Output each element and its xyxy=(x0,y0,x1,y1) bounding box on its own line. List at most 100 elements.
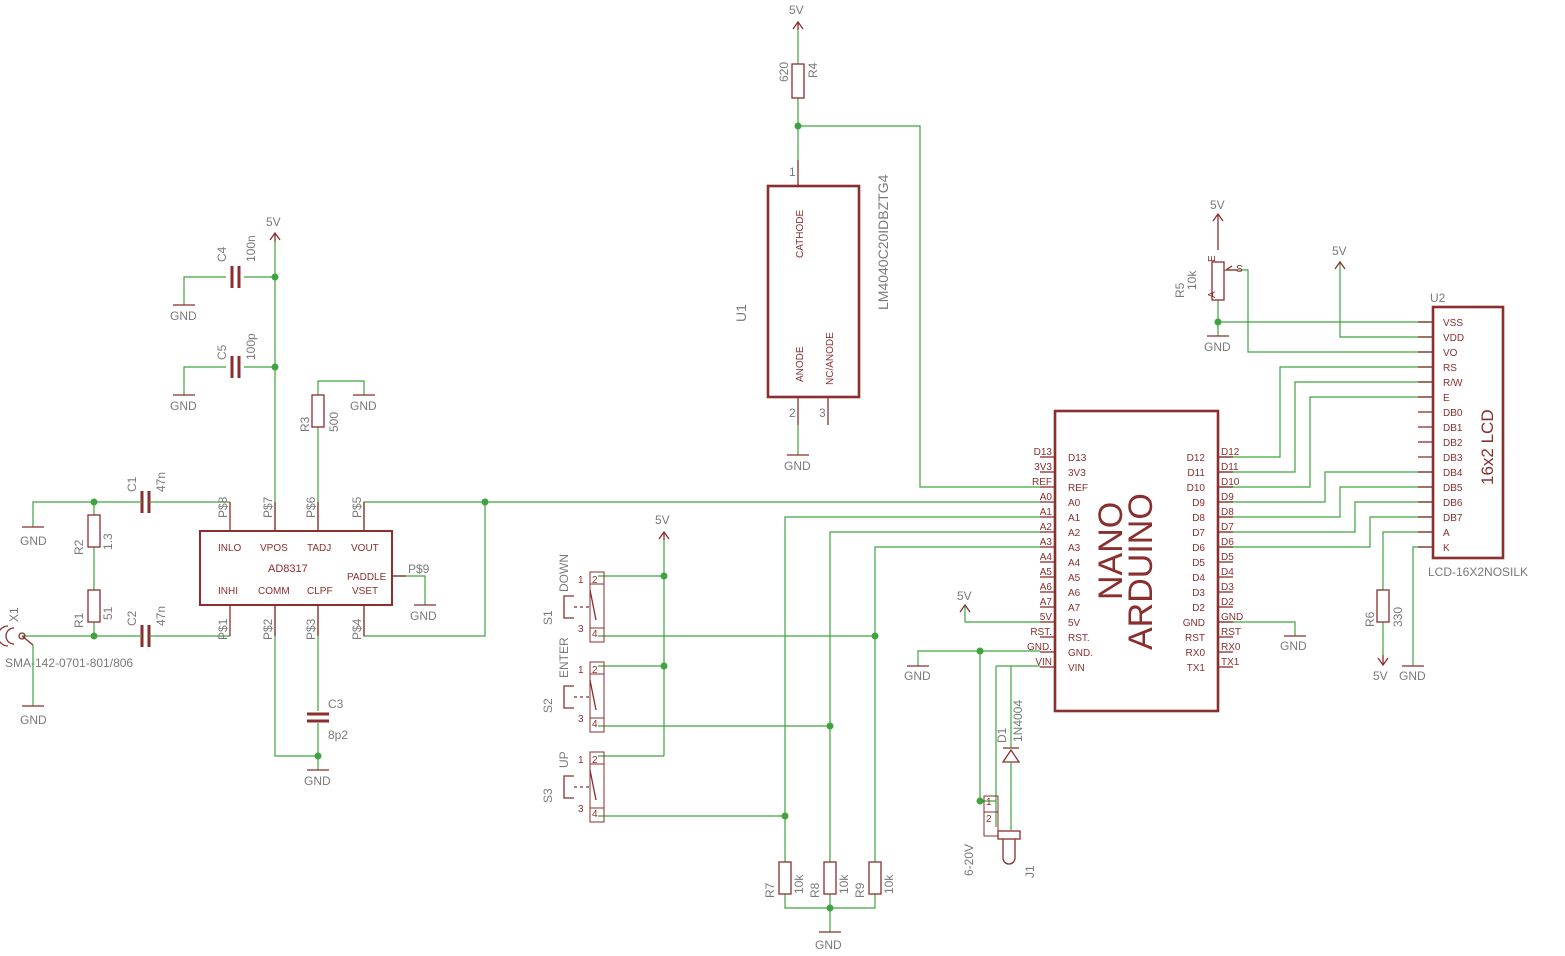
resistor-r8 xyxy=(823,861,837,895)
nano-pin-label: VIN xyxy=(1035,657,1052,668)
vcc-label: 5V xyxy=(1210,198,1225,212)
svg-text:47n: 47n xyxy=(154,606,168,626)
nano-pin-label: D6 xyxy=(1192,543,1205,554)
svg-text:500: 500 xyxy=(327,412,341,432)
nano-pin-label: VIN xyxy=(1068,663,1085,674)
svg-text:6-20V: 6-20V xyxy=(962,844,976,876)
nano-pin-label: TX1 xyxy=(1187,663,1206,674)
svg-text:2: 2 xyxy=(592,665,598,676)
nano-pin-label: D3 xyxy=(1192,588,1205,599)
u1-voltage-reference: 1 2 3 CATHODE ANODE NC/ANODE U1 LM4040C2… xyxy=(733,160,891,425)
switch-s3-up: 2 4 1 3 S3 UP xyxy=(541,751,605,823)
nano-pin-label: RX0 xyxy=(1221,642,1241,653)
svg-text:8p2: 8p2 xyxy=(328,728,348,742)
supply-symbols: 5V 5V 5V 5V 5V 5V 5V xyxy=(266,3,1389,683)
svg-text:10k: 10k xyxy=(792,874,806,894)
nano-left-pins: D13D133V33V3REFREFA0A0A1A1A2A2A3A3A4A4A5… xyxy=(1027,447,1093,674)
svg-text:C1: C1 xyxy=(125,476,139,492)
svg-text:S: S xyxy=(1236,264,1243,275)
gnd-label: GND xyxy=(20,713,47,727)
gnd-label: GND xyxy=(815,938,842,952)
nano-pin-label: D7 xyxy=(1221,522,1234,533)
nano-pin-label: A5 xyxy=(1068,573,1081,584)
nano-pin-label: A7 xyxy=(1040,597,1053,608)
nano-pin-label: GND xyxy=(1221,612,1243,623)
nano-pin-label: D12 xyxy=(1221,447,1240,458)
lcd-pin-label: K xyxy=(1443,543,1450,554)
svg-text:D1: D1 xyxy=(995,727,1009,743)
nano-pin-label: RST. xyxy=(1068,633,1090,644)
svg-text:R2: R2 xyxy=(72,539,86,555)
svg-text:10k: 10k xyxy=(837,874,851,894)
lcd-pin-label: A xyxy=(1443,528,1450,539)
vcc-label: 5V xyxy=(266,215,281,229)
gnd-label: GND xyxy=(304,774,331,788)
svg-text:R3: R3 xyxy=(298,416,312,432)
nano-pin-label: D9 xyxy=(1192,498,1205,509)
nano-pin-label: GND. xyxy=(1068,648,1093,659)
lcd-pin-label: DB1 xyxy=(1443,423,1463,434)
lcd-pin-label: DB4 xyxy=(1443,468,1463,479)
nano-pin-label: D4 xyxy=(1192,573,1205,584)
ad8317-chip: P$8 P$7 P$6 P$5 P$1 P$2 P$3 P$4 P$9 INLO… xyxy=(199,496,430,640)
switch-s2-enter: 2 4 1 3 S2 ENTER xyxy=(541,637,605,733)
nano-pin-label: D4 xyxy=(1221,567,1234,578)
lcd-pin-label: DB3 xyxy=(1443,453,1463,464)
power-jack-j1: 1 2 J1 6-20V xyxy=(962,795,1037,878)
lcd-pin-label: E xyxy=(1443,393,1450,404)
svg-text:R9: R9 xyxy=(853,882,867,898)
lcd-pin-label: DB5 xyxy=(1443,483,1463,494)
svg-text:P$9: P$9 xyxy=(408,562,430,576)
nano-pin-label: A0 xyxy=(1040,492,1053,503)
nano-pin-label: D8 xyxy=(1192,513,1205,524)
gnd-label: GND xyxy=(784,459,811,473)
nano-pin-label: A2 xyxy=(1068,528,1081,539)
svg-text:P$6: P$6 xyxy=(304,496,318,518)
switches: 2 4 1 3 S1 DOWN 2 4 1 3 S2 ENTER xyxy=(541,554,605,823)
svg-text:INLO: INLO xyxy=(218,543,242,554)
svg-text:U2: U2 xyxy=(1430,291,1446,305)
lcd-pin-label: VDD xyxy=(1443,333,1464,344)
capacitor-c1: C1 47n xyxy=(125,472,168,513)
nano-pin-label: A1 xyxy=(1068,513,1081,524)
nano-pin-label: A4 xyxy=(1040,552,1053,563)
svg-text:1N4004: 1N4004 xyxy=(1011,700,1025,742)
nano-pin-label: D5 xyxy=(1221,552,1234,563)
svg-text:2: 2 xyxy=(789,406,796,420)
svg-text:3: 3 xyxy=(578,624,584,635)
vcc-label: 5V xyxy=(1332,244,1347,258)
svg-text:P$3: P$3 xyxy=(304,618,318,640)
nano-pin-label: A6 xyxy=(1040,582,1053,593)
nano-pin-label: RST. xyxy=(1030,627,1052,638)
lcd-pin-label: RS xyxy=(1443,363,1457,374)
svg-text:COMM: COMM xyxy=(258,586,290,597)
nano-label: NANO xyxy=(1092,502,1130,600)
nano-pin-label: TX1 xyxy=(1221,657,1240,668)
nano-pin-label: A7 xyxy=(1068,603,1081,614)
nano-pin-label: A1 xyxy=(1040,507,1053,518)
nano-pin-label: GND xyxy=(1183,618,1205,629)
svg-text:CATHODE: CATHODE xyxy=(795,210,806,258)
resistor-r3 xyxy=(311,394,325,428)
nano-pin-label: D11 xyxy=(1187,468,1205,479)
gnd-label: GND xyxy=(170,399,197,413)
gnd-label: GND xyxy=(1399,669,1426,683)
svg-text:4: 4 xyxy=(592,719,598,730)
capacitor-c3: C3 8p2 xyxy=(307,697,348,742)
nano-pin-label: RX0 xyxy=(1186,648,1206,659)
nano-pin-label: A4 xyxy=(1068,558,1081,569)
svg-text:3: 3 xyxy=(578,804,584,815)
nano-pin-label: D8 xyxy=(1221,507,1234,518)
nano-pin-label: D3 xyxy=(1221,582,1234,593)
svg-text:3: 3 xyxy=(819,406,826,420)
svg-text:S3: S3 xyxy=(541,788,555,803)
gnd-label: GND xyxy=(20,534,47,548)
nano-pin-label: 3V3 xyxy=(1034,462,1052,473)
svg-text:LM4040C20IDBZTG4: LM4040C20IDBZTG4 xyxy=(875,174,891,310)
svg-text:620: 620 xyxy=(777,62,791,82)
svg-text:R1: R1 xyxy=(72,612,86,628)
arduino-label: ARDUINO xyxy=(1122,493,1160,650)
nano-pin-label: D7 xyxy=(1192,528,1205,539)
vcc-label: 5V xyxy=(957,589,972,603)
